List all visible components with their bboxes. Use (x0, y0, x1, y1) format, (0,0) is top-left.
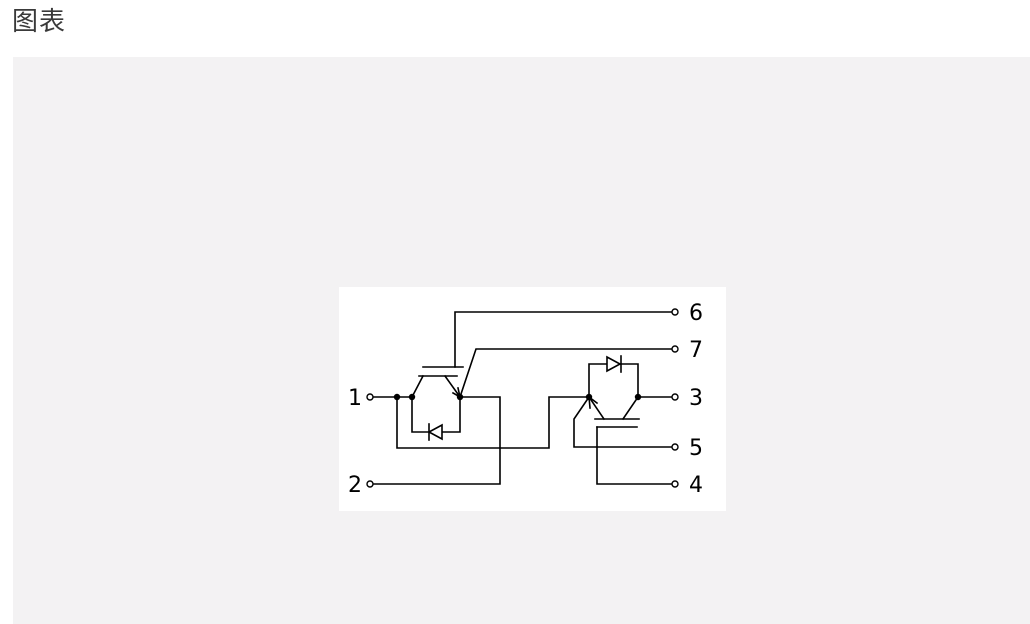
pin-label-4: 4 (689, 473, 703, 498)
igbt1-emitter (443, 374, 462, 399)
terminals (366, 308, 679, 488)
page-title: 图表 (12, 7, 67, 37)
igbt2-emitter (587, 395, 606, 421)
pin-label-5: 5 (689, 436, 703, 461)
pin-label-6: 6 (689, 301, 703, 326)
pin-label-3: 3 (689, 386, 703, 411)
igbt2-collector (621, 395, 640, 421)
terminal-pin4 (671, 480, 679, 488)
circuit-diagram: 1 2 6 7 3 5 4 (339, 287, 726, 511)
diode2-triangle (606, 355, 622, 373)
junction-dot (408, 393, 416, 401)
wire-emitter1-to-pin7 (458, 348, 672, 399)
wire-node-to-switch2 (396, 396, 590, 449)
igbt1-collector (410, 374, 425, 399)
junction-dots (393, 393, 642, 401)
circuit-diagram-svg: 1 2 6 7 3 5 4 (348, 301, 703, 498)
wire-gate1-to-pin6 (454, 311, 672, 368)
junction-dot (393, 393, 401, 401)
pin-label-2: 2 (348, 473, 362, 498)
terminal-pin7 (671, 345, 679, 353)
terminal-pin2 (366, 480, 374, 488)
diagram-panel: 1 2 6 7 3 5 4 (13, 57, 1030, 624)
wire-pin4 (596, 426, 672, 485)
wire-node-to-pin2 (372, 396, 501, 485)
terminal-pin3 (671, 393, 679, 401)
pin-label-7: 7 (689, 338, 703, 363)
junction-dot (585, 393, 593, 401)
terminal-pin6 (671, 308, 679, 316)
junction-dot (634, 393, 642, 401)
terminal-pin1 (366, 393, 374, 401)
diode1-triangle (427, 423, 443, 441)
junction-dot (456, 393, 464, 401)
terminal-pin5 (671, 443, 679, 451)
diode2-loop (588, 363, 639, 398)
pin-label-1: 1 (348, 386, 362, 411)
wire-pin5 (573, 395, 672, 448)
diode1-loop (411, 396, 461, 433)
